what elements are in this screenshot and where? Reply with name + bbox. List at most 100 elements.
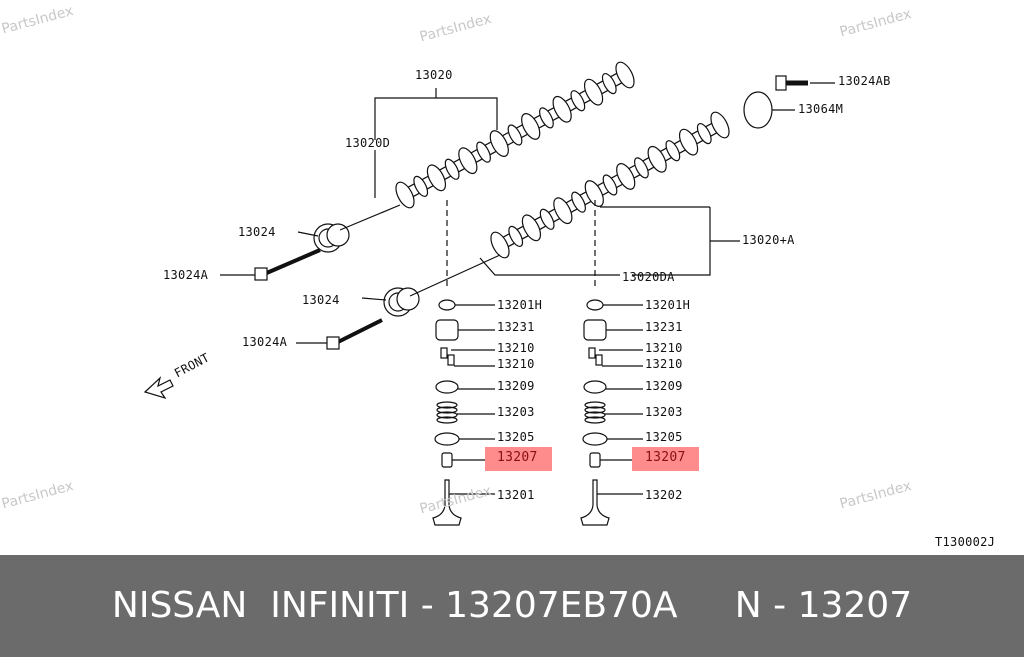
camshaft-lower-lobe — [521, 214, 542, 242]
bolt-icon — [333, 318, 383, 346]
valve-icon — [580, 479, 610, 526]
camshaft-upper-lobe — [552, 95, 572, 123]
label-left-13231[interactable]: 13231 — [497, 320, 535, 334]
leader-line — [374, 97, 498, 140]
valve-seal-icon — [441, 452, 453, 468]
sensor-plate-icon — [743, 91, 773, 129]
label-13024ab[interactable]: 13024AB — [838, 74, 891, 88]
diagram-drawing — [143, 61, 835, 526]
highlight-box-right — [632, 447, 699, 471]
label-right-13205[interactable]: 13205 — [645, 430, 683, 444]
camshaft-lower-lobe — [634, 157, 649, 179]
spring-icon — [436, 411, 458, 419]
camshaft-upper-lobe — [444, 158, 460, 180]
camshaft-upper-lobe — [489, 130, 509, 157]
camshaft-lower-lobe — [584, 180, 604, 207]
label-right-13203[interactable]: 13203 — [645, 405, 683, 419]
label-right-13209[interactable]: 13209 — [645, 379, 683, 393]
valve-icon — [432, 479, 462, 526]
bucket-tappet-icon — [435, 319, 459, 341]
front-arrow-icon — [143, 376, 174, 400]
spring-seat-icon — [434, 432, 460, 446]
label-left-13207[interactable]: 13207 — [497, 450, 538, 465]
label-13024a[interactable]: 13024A — [163, 268, 209, 282]
label-right-13201h[interactable]: 13201H — [645, 298, 691, 312]
footer-banner: NISSAN INFINITI - 13207EB70A N - 13207 — [0, 555, 1024, 657]
label-left-13201[interactable]: 13201 — [497, 488, 535, 502]
bolt-head-icon — [326, 336, 340, 350]
camshaft-lower-lobe — [710, 111, 730, 139]
camshaft-lower-lobe — [665, 140, 681, 162]
leader-line — [361, 297, 387, 301]
label-right-13207[interactable]: 13207 — [645, 450, 686, 465]
camshaft-lower-lobe — [571, 191, 586, 213]
label-13064m[interactable]: 13064M — [798, 102, 844, 116]
spring-icon — [584, 406, 606, 414]
leader-line — [479, 257, 620, 276]
label-13024-2[interactable]: 13024 — [302, 293, 340, 307]
label-left-13201h[interactable]: 13201H — [497, 298, 543, 312]
label-right-13210[interactable]: 13210 — [645, 357, 683, 371]
camshaft-lower-lobe — [678, 128, 699, 156]
shim-icon — [586, 299, 604, 311]
camshaft-lower-lobe — [539, 208, 555, 230]
camshaft-lower-lobe — [508, 225, 524, 248]
leader-line — [632, 207, 711, 276]
camshaft-upper-lobe — [507, 124, 523, 146]
label-13020da[interactable]: 13020DA — [622, 270, 675, 284]
camshaft-upper-lobe — [521, 113, 541, 140]
label-left-13209[interactable]: 13209 — [497, 379, 535, 393]
spring-icon — [584, 416, 606, 424]
sprocket-icon — [396, 287, 420, 311]
label-right-13210[interactable]: 13210 — [645, 341, 683, 355]
part-number-title: NISSAN INFINITI - 13207EB70A N - 13207 — [111, 585, 913, 626]
label-13020[interactable]: 13020 — [415, 68, 453, 82]
bolt-ab-icon — [775, 75, 787, 91]
camshaft-lower-lobe — [616, 163, 636, 190]
diagram-code: T130002J — [935, 535, 996, 549]
cotter-icon — [440, 347, 448, 359]
spring-seat-icon — [582, 432, 608, 446]
label-13024a-2[interactable]: 13024A — [242, 335, 288, 349]
camshaft-lower-lobe — [602, 174, 618, 196]
spring-icon — [584, 411, 606, 419]
camshaft-upper-lobe — [570, 90, 586, 112]
camshaft-upper-lobe — [601, 72, 617, 95]
label-13020a[interactable]: 13020+A — [742, 233, 795, 247]
dashed — [339, 204, 401, 231]
label-right-13202[interactable]: 13202 — [645, 488, 683, 502]
camshaft-lower-lobe — [490, 231, 510, 259]
leader-line — [297, 231, 319, 237]
camshaft-upper-lobe — [395, 181, 415, 209]
spring-icon — [584, 401, 606, 409]
label-13024[interactable]: 13024 — [238, 225, 276, 239]
bolt-head-icon — [254, 267, 268, 281]
bucket-tappet-icon — [583, 319, 607, 341]
sprocket-icon — [326, 223, 350, 247]
valve-seal-icon — [589, 452, 601, 468]
label-left-13210[interactable]: 13210 — [497, 341, 535, 355]
dashed — [409, 254, 501, 297]
label-left-13210[interactable]: 13210 — [497, 357, 535, 371]
camshaft-lower-lobe — [553, 197, 573, 225]
camshaft-upper-lobe — [583, 78, 604, 106]
retainer-icon — [583, 380, 607, 394]
label-left-13203[interactable]: 13203 — [497, 405, 535, 419]
camshaft-upper-lobe — [476, 141, 491, 163]
cotter-icon — [588, 347, 596, 359]
parts-diagram — [143, 61, 835, 526]
label-left-13205[interactable]: 13205 — [497, 430, 535, 444]
label-right-13231[interactable]: 13231 — [645, 320, 683, 334]
camshaft-upper-lobe — [458, 147, 478, 175]
spring-icon — [436, 406, 458, 414]
highlight-box-left — [485, 447, 552, 471]
spring-icon — [436, 416, 458, 424]
retainer-icon — [435, 380, 459, 394]
camshaft-upper-lobe — [615, 61, 635, 89]
camshaft-lower-lobe — [647, 145, 667, 173]
cotter-icon — [595, 354, 603, 366]
bolt-icon — [261, 248, 321, 277]
label-13020d[interactable]: 13020D — [345, 136, 391, 150]
camshaft-upper-lobe — [539, 107, 554, 129]
camshaft-upper-lobe — [426, 164, 447, 192]
